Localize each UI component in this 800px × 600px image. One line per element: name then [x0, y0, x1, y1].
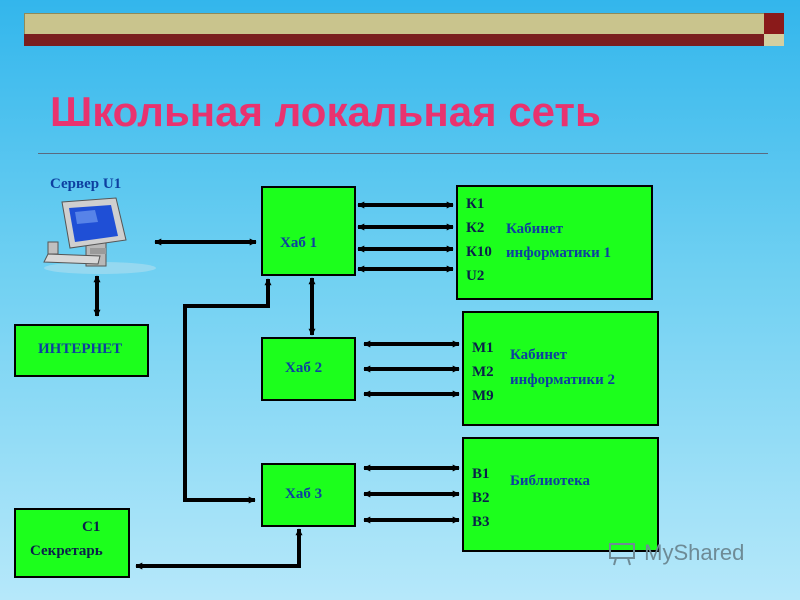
- internet-label: ИНТЕРНЕТ: [38, 341, 123, 357]
- hub-2-box: Хаб 2: [261, 337, 356, 401]
- library-name: Библиотека: [510, 473, 590, 489]
- room-1-name-line2: информатики 1: [506, 245, 612, 261]
- link-hub3-secretary: [135, 528, 303, 570]
- header-bar-accent: [24, 34, 764, 46]
- room-informatics-1-box: К1 К2 К10 U2 Кабинет информатики 1: [456, 185, 653, 300]
- watermark: MyShared: [608, 540, 744, 566]
- library-code-b3: В3: [472, 514, 490, 530]
- header-corner-square-light: [764, 34, 784, 46]
- room-1-code-k2: К2: [466, 220, 485, 236]
- library-code-b2: В2: [472, 490, 490, 506]
- presentation-board-icon: [609, 543, 635, 566]
- watermark-text: MyShared: [644, 540, 745, 565]
- hub-3-label: Хаб 3: [285, 486, 323, 502]
- page-title: Школьная локальная сеть: [50, 88, 601, 135]
- room-1-code-k10: К10: [466, 244, 492, 260]
- hub-1-box: Хаб 1: [261, 186, 356, 276]
- secretary-label: Секретарь: [30, 543, 103, 559]
- room-1-name-line1: Кабинет: [506, 221, 563, 237]
- header-corner-square: [764, 13, 784, 34]
- hub-3-box: Хаб 3: [261, 463, 356, 527]
- room-1-code-u2: U2: [466, 268, 485, 284]
- title-divider: [38, 153, 768, 154]
- room-2-code-m2: М2: [472, 364, 494, 380]
- internet-box: ИНТЕРНЕТ: [14, 324, 149, 377]
- room-1-code-k1: К1: [466, 196, 485, 212]
- link-hub1-hub3: [183, 278, 272, 504]
- server-label: Сервер U1: [50, 176, 122, 192]
- room-informatics-2-box: М1 М2 М9 Кабинет информатики 2: [462, 311, 659, 426]
- secretary-box: С1 Секретарь: [14, 508, 130, 578]
- server-computer-icon: [43, 197, 156, 274]
- room-2-name-line1: Кабинет: [510, 347, 567, 363]
- room-2-name-line2: информатики 2: [510, 372, 616, 388]
- room-2-code-m1: М1: [472, 340, 494, 356]
- library-code-b1: В1: [472, 466, 490, 482]
- room-2-code-m9: М9: [472, 388, 494, 404]
- hub-1-label: Хаб 1: [280, 235, 318, 251]
- hub-2-label: Хаб 2: [285, 360, 323, 376]
- secretary-code: С1: [82, 519, 101, 535]
- library-box: В1 В2 В3 Библиотека: [462, 437, 659, 552]
